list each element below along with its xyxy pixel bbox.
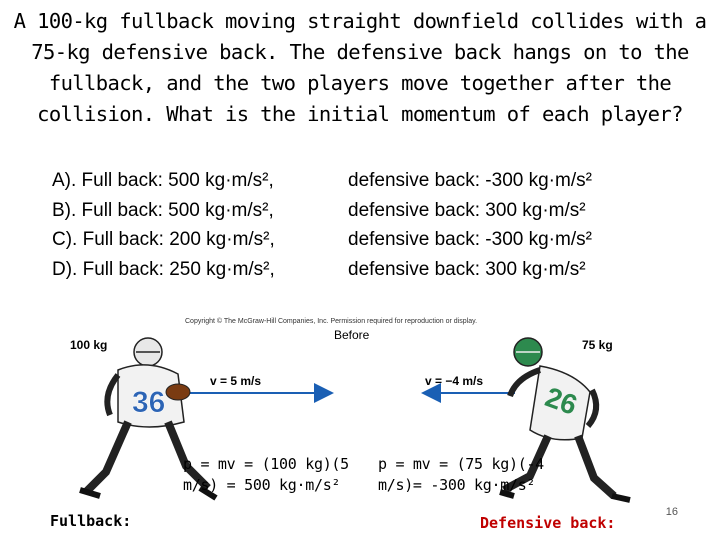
fullback-mass: 100 kg: [70, 338, 108, 352]
defensive-mass: 75 kg: [582, 338, 613, 352]
fullback-calc-line2: m/s) = 500 kg·m/s²: [183, 476, 341, 494]
option-c-fullback[interactable]: C). Full back: 200 kg·m/s²,: [52, 229, 275, 250]
page-number: 16: [665, 506, 678, 518]
question-text: A 100-kg fullback moving straight downfi…: [13, 9, 707, 126]
option-b-defensive[interactable]: defensive back: 300 kg·m/s²: [348, 200, 586, 221]
option-d-defensive[interactable]: defensive back: 300 kg·m/s²: [348, 259, 586, 280]
defensive-calc-line1: p = mv = (75 kg)(-4: [378, 455, 544, 473]
option-c-defensive[interactable]: defensive back: -300 kg·m/s²: [348, 229, 592, 250]
defensive-player-icon: [499, 337, 631, 503]
fullback-jersey-number: 36: [132, 386, 165, 419]
fullback-calc-line1: p = mv = (100 kg)(5: [183, 455, 349, 473]
defensive-label: Defensive back:: [480, 514, 616, 532]
fullback-player-icon: [79, 337, 218, 501]
option-b-fullback[interactable]: B). Full back: 500 kg·m/s²,: [52, 200, 274, 221]
option-a-fullback[interactable]: A). Full back: 500 kg·m/s²,: [52, 170, 274, 191]
option-a-defensive[interactable]: defensive back: -300 kg·m/s²: [348, 170, 592, 191]
figure-graphics: 36 26: [79, 337, 631, 503]
figure-title: Before: [334, 328, 370, 342]
defensive-calc-line2: m/s)= -300 kg·m/s²: [378, 476, 536, 494]
option-d-fullback[interactable]: D). Full back: 250 kg·m/s²,: [52, 259, 275, 280]
fullback-velocity: v = 5 m/s: [210, 374, 262, 388]
collision-figure: Copyright © The McGraw-Hill Companies, I…: [0, 300, 720, 540]
fullback-label: Fullback:: [50, 512, 132, 530]
copyright-notice: Copyright © The McGraw-Hill Companies, I…: [185, 318, 478, 325]
